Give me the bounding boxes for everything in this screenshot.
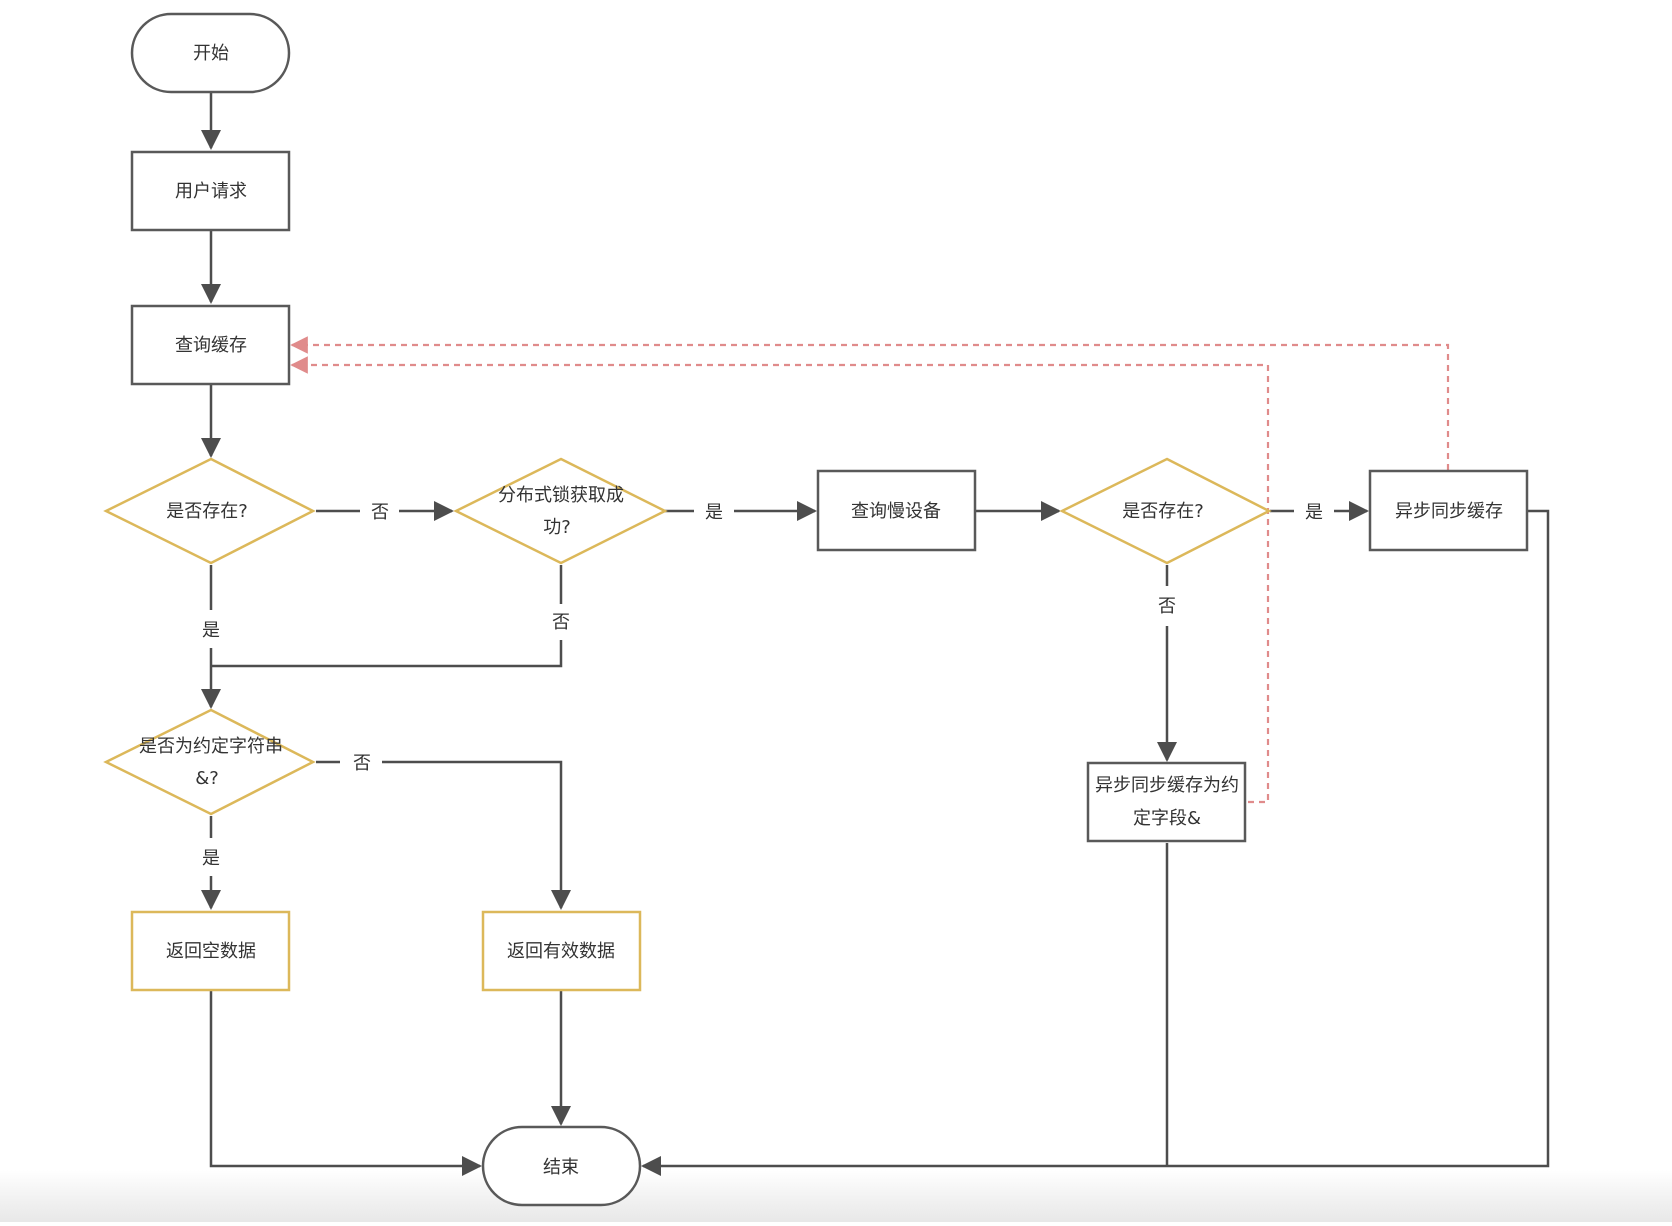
return-valid-label: 返回有效数据 xyxy=(507,941,615,962)
label-exists1-yes: 是 xyxy=(202,620,220,641)
async-sync-cache-node: 异步同步缓存 xyxy=(1368,469,1529,552)
label-exists2-yes: 是 xyxy=(1305,502,1323,523)
label-exists1-no: 否 xyxy=(371,502,389,523)
label-lock-yes: 是 xyxy=(705,502,723,523)
feedback-async-cache-to-query xyxy=(290,336,1450,470)
agreed-string-decision: 是否为约定字符串 &? xyxy=(103,708,316,816)
async-agreed-field-node: 异步同步缓存为约 定字段& xyxy=(1086,761,1247,843)
edge-lock-no-b xyxy=(211,640,563,668)
return-empty-node: 返回空数据 xyxy=(130,910,291,992)
exists-decision-1-label: 是否存在? xyxy=(166,501,248,522)
query-cache-node: 查询缓存 xyxy=(130,304,291,386)
edge-agreed-no-b xyxy=(382,760,571,910)
lock-decision-label-line2: 功? xyxy=(543,517,571,538)
async-agreed-label-line2: 定字段& xyxy=(1133,808,1201,829)
edge-empty-to-end xyxy=(209,991,482,1176)
query-slow-device-node: 查询慢设备 xyxy=(816,469,977,552)
exists-decision-2-label: 是否存在? xyxy=(1122,501,1204,522)
label-lock-no: 否 xyxy=(552,612,570,633)
async-sync-cache-label: 异步同步缓存 xyxy=(1395,501,1503,522)
edge-async-to-end xyxy=(641,509,1550,1176)
end-label: 结束 xyxy=(543,1157,579,1178)
label-exists2-no: 否 xyxy=(1158,596,1176,617)
lock-decision: 分布式锁获取成 功? xyxy=(453,457,668,565)
exists-decision-1: 是否存在? xyxy=(103,457,316,565)
return-valid-node: 返回有效数据 xyxy=(481,910,642,992)
label-agreed-no: 否 xyxy=(353,753,371,774)
async-agreed-label-line1: 异步同步缓存为约 xyxy=(1095,775,1239,796)
query-cache-label: 查询缓存 xyxy=(175,335,247,356)
user-request-node: 用户请求 xyxy=(130,150,291,232)
query-slow-device-label: 查询慢设备 xyxy=(851,501,941,522)
start-terminal: 开始 xyxy=(130,12,291,94)
return-empty-label: 返回空数据 xyxy=(166,941,256,962)
label-agreed-yes: 是 xyxy=(202,848,220,869)
lock-decision-label-line1: 分布式锁获取成 xyxy=(498,485,624,506)
start-label: 开始 xyxy=(193,43,229,64)
feedback-async-agreed-to-query xyxy=(290,356,1270,804)
agreed-string-label-line1: 是否为约定字符串 xyxy=(139,736,283,757)
agreed-string-label-line2: &? xyxy=(195,768,219,789)
end-terminal: 结束 xyxy=(481,1125,642,1207)
exists-decision-2: 是否存在? xyxy=(1059,457,1272,565)
user-request-label: 用户请求 xyxy=(175,181,247,202)
